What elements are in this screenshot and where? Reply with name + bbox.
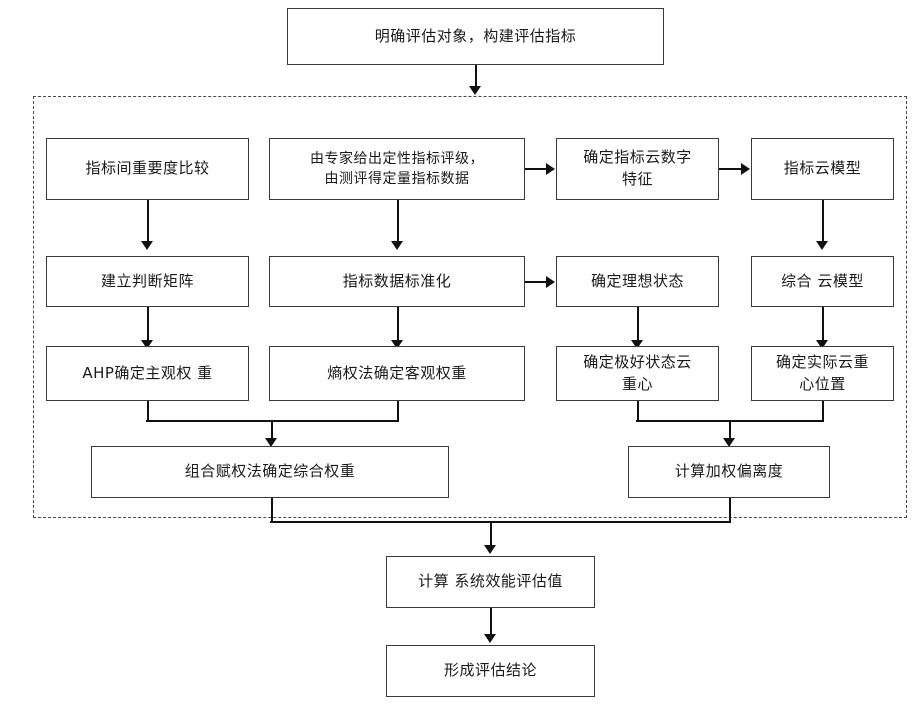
node-actual-cloud-centroid: 确定实际云重 心位置 xyxy=(751,346,894,401)
connector-merge-to-effectiveness xyxy=(490,521,492,547)
arrowhead-into-group xyxy=(469,86,481,95)
connector-importance-to-matrix xyxy=(147,200,149,243)
arrowhead-idealstate-to-excellent-centroid xyxy=(631,340,643,349)
connector-define-target-to-group xyxy=(475,65,477,89)
connector-idealstate-to-excellent-centroid xyxy=(637,307,639,342)
node-label: 建立判断矩阵 xyxy=(100,271,194,290)
node-ideal-state: 确定理想状态 xyxy=(556,256,719,307)
connector-ahp-down xyxy=(147,401,149,421)
node-label: AHP确定主观权 重 xyxy=(82,363,213,382)
node-label: 确定极好状态云 重心 xyxy=(583,352,692,393)
node-label: 组合赋权法确定综合权重 xyxy=(184,462,356,481)
node-label: 确定实际云重 心位置 xyxy=(775,352,869,393)
node-ahp-subjective-weight: AHP确定主观权 重 xyxy=(46,346,249,401)
node-label: 计算加权偏离度 xyxy=(674,462,784,481)
connector-merge-to-deviation xyxy=(729,420,731,441)
node-expert-rating: 由专家给出定性指标评级， 由测评得定量指标数据 xyxy=(269,138,525,200)
arrowhead-merge-to-combined xyxy=(265,438,277,447)
node-label: 确定理想状态 xyxy=(590,271,684,290)
arrowhead-matrix-to-ahp xyxy=(141,340,153,349)
node-label: 指标数据标准化 xyxy=(342,271,452,290)
node-comprehensive-cloud-model: 综合 云模型 xyxy=(751,256,894,307)
node-label: 确定指标云数字 特征 xyxy=(583,148,692,188)
node-label: 形成评估结论 xyxy=(443,661,537,680)
connector-merge-final xyxy=(270,521,731,523)
arrowhead-cloudmodel-to-comprehensive xyxy=(816,241,828,250)
arrowhead-expert-to-cloudfeatures xyxy=(546,163,555,175)
connector-combined-weight-down xyxy=(271,498,273,522)
node-label: 计算 系统效能评估值 xyxy=(418,572,563,591)
arrowhead-importance-to-matrix xyxy=(141,241,153,250)
node-cloud-digital-features: 确定指标云数字 特征 xyxy=(556,138,719,200)
node-label: 指标间重要度比较 xyxy=(85,159,210,178)
connector-standardization-to-idealstate xyxy=(525,281,547,283)
node-label: 指标云模型 xyxy=(783,159,862,178)
node-label: 熵权法确定客观权重 xyxy=(327,363,467,382)
node-label: 综合 云模型 xyxy=(781,271,864,290)
connector-weighted-deviation-down xyxy=(729,498,731,522)
node-label: 明确评估对象，构建评估指标 xyxy=(374,26,577,45)
node-weighted-deviation: 计算加权偏离度 xyxy=(628,446,830,498)
connector-cloudfeatures-to-cloudmodel xyxy=(719,168,741,170)
connector-expert-to-standardization xyxy=(397,200,399,243)
arrowhead-merge-to-deviation xyxy=(723,438,735,447)
node-entropy-objective-weight: 熵权法确定客观权重 xyxy=(269,346,525,401)
node-combined-weight: 组合赋权法确定综合权重 xyxy=(91,446,449,498)
connector-comprehensive-to-actual-centroid xyxy=(822,307,824,342)
node-excellent-state-centroid: 确定极好状态云 重心 xyxy=(556,346,719,401)
connector-expert-to-cloudfeatures xyxy=(525,168,547,170)
connector-effectiveness-to-conclusion xyxy=(490,608,492,636)
arrowhead-effectiveness-to-conclusion xyxy=(484,634,496,643)
arrowhead-expert-to-standardization xyxy=(391,241,403,250)
connector-actual-centroid-down xyxy=(822,401,824,421)
connector-merge-to-combined xyxy=(271,420,273,441)
connector-standardization-to-entropy xyxy=(397,307,399,342)
connector-matrix-to-ahp xyxy=(147,307,149,342)
evaluation-process-group xyxy=(33,96,907,518)
arrowhead-merge-to-effectiveness xyxy=(484,545,496,554)
connector-entropy-down xyxy=(397,401,399,421)
arrowhead-standardization-to-idealstate xyxy=(546,276,555,288)
node-evaluation-conclusion: 形成评估结论 xyxy=(386,645,595,697)
node-system-effectiveness-value: 计算 系统效能评估值 xyxy=(386,556,595,608)
node-indicator-cloud-model: 指标云模型 xyxy=(751,138,894,200)
node-importance-compare: 指标间重要度比较 xyxy=(46,138,249,200)
arrowhead-cloudfeatures-to-cloudmodel xyxy=(741,163,750,175)
connector-cloudmodel-to-comprehensive xyxy=(822,200,824,243)
node-judgment-matrix: 建立判断矩阵 xyxy=(46,256,249,307)
connector-excellent-centroid-down xyxy=(637,401,639,421)
arrowhead-standardization-to-entropy xyxy=(391,340,403,349)
node-label: 由专家给出定性指标评级， 由测评得定量指标数据 xyxy=(310,150,484,187)
arrowhead-comprehensive-to-actual-centroid xyxy=(816,340,828,349)
node-define-target: 明确评估对象，构建评估指标 xyxy=(287,8,664,65)
node-data-standardization: 指标数据标准化 xyxy=(269,256,525,307)
